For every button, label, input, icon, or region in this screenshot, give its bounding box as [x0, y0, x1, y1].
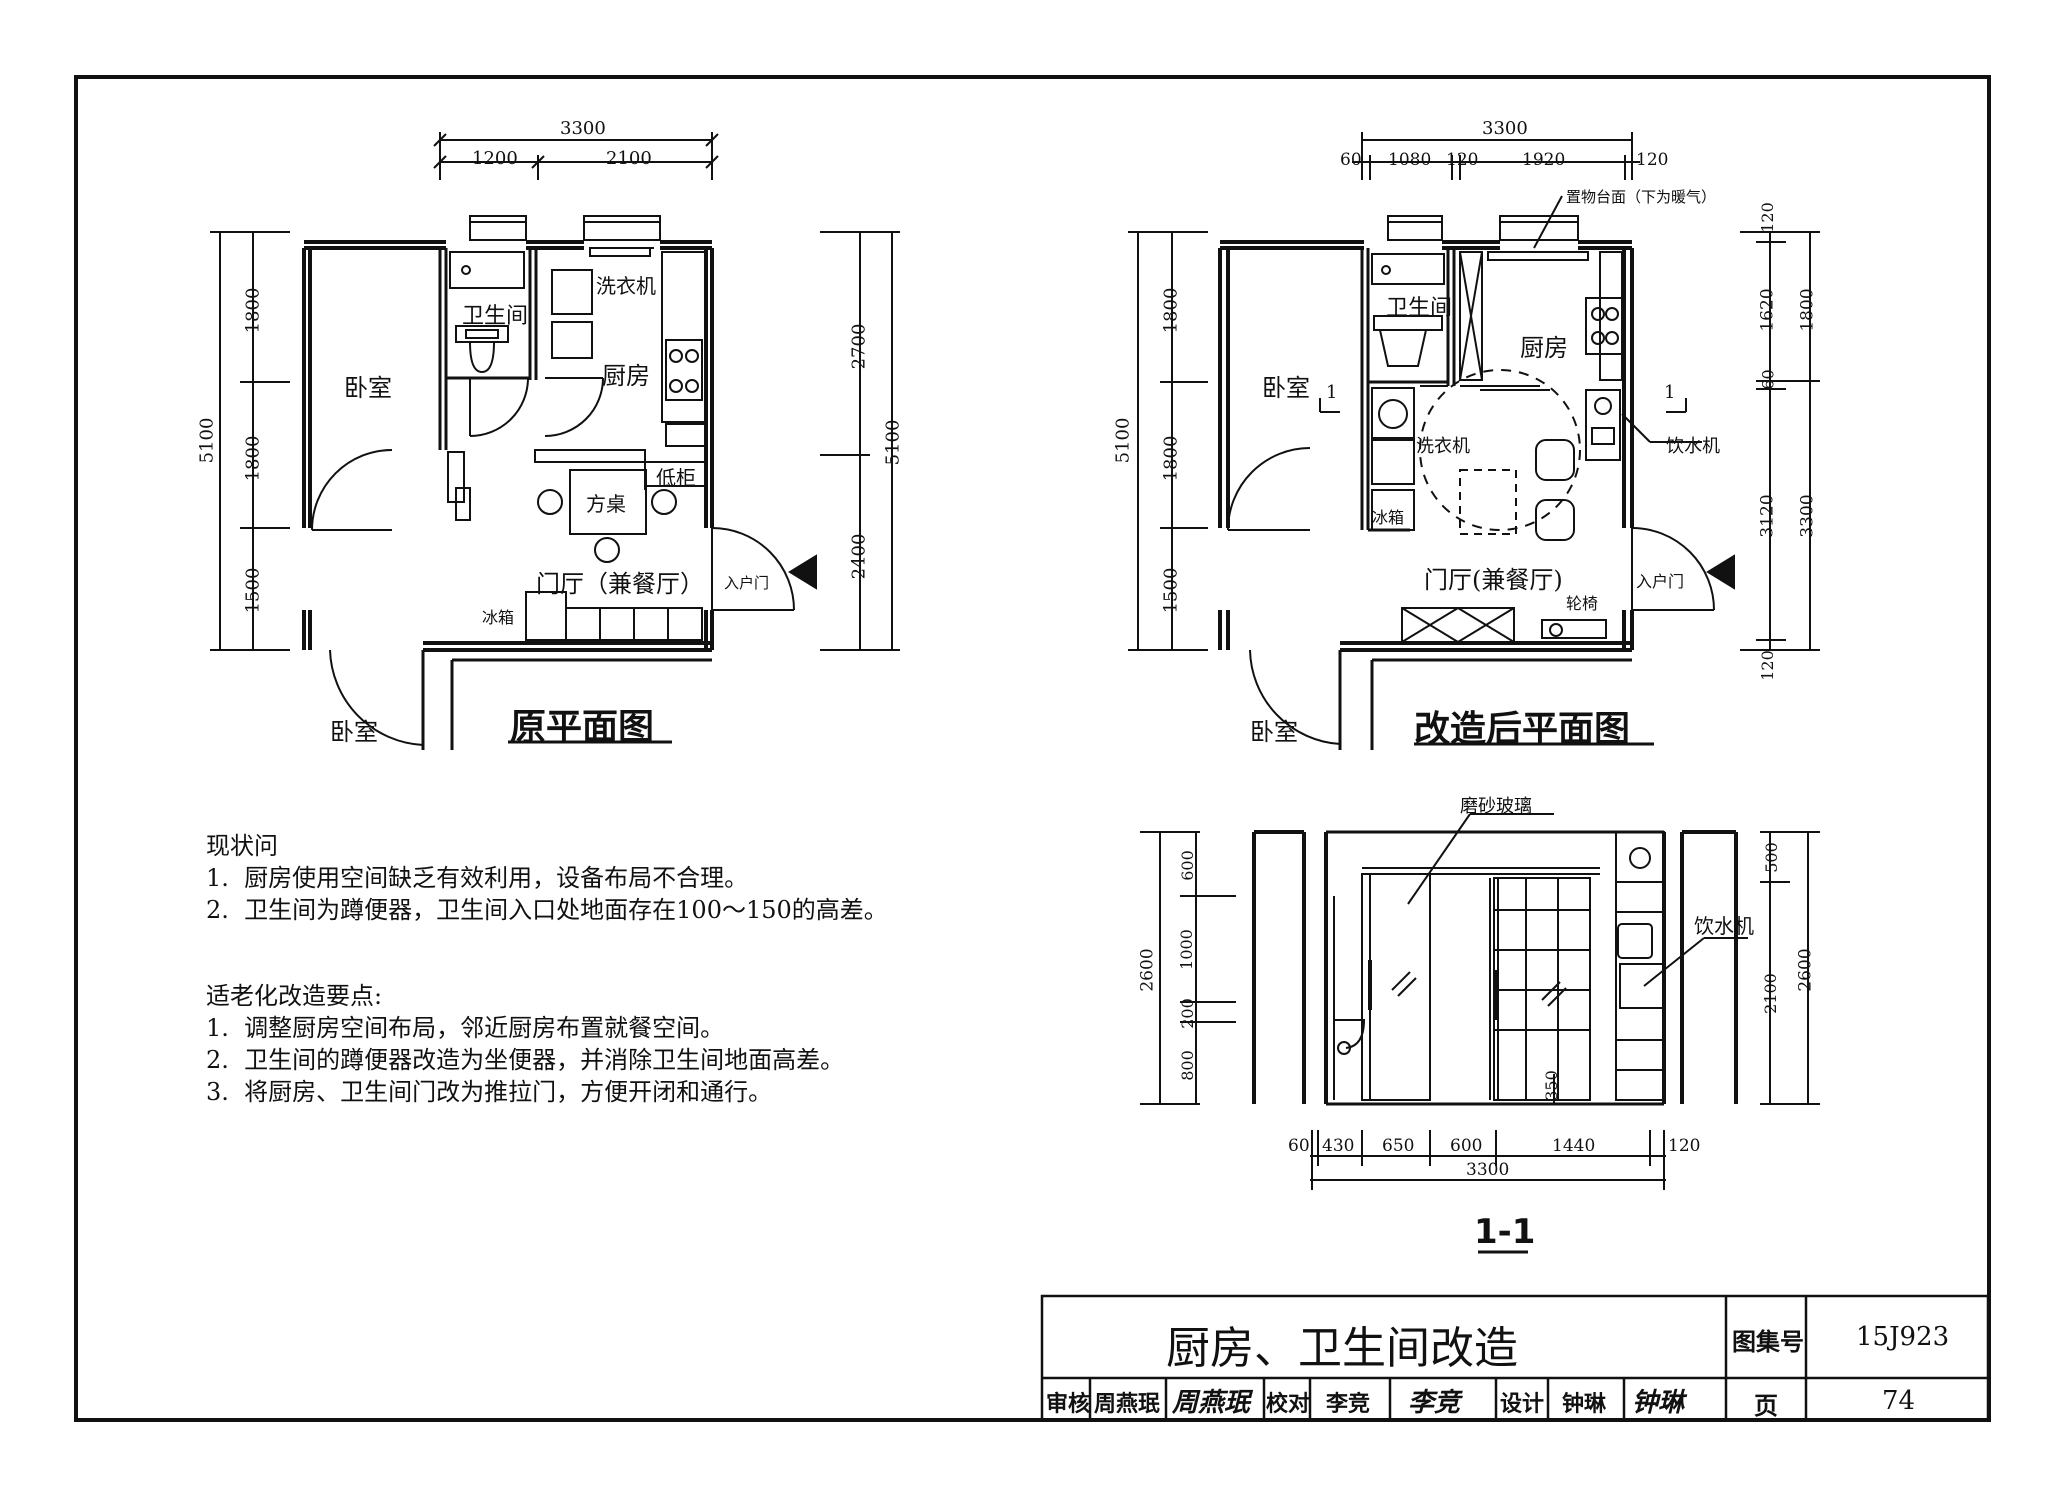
- mod-dim-r3300: 3300: [1797, 494, 1818, 538]
- orig-dim-left2: 1800: [242, 435, 264, 482]
- designer-signature: 钟琳: [1632, 1388, 1685, 1418]
- sec-dim-b3300: 3300: [1466, 1160, 1510, 1180]
- orig-dim-left1: 1800: [242, 287, 264, 334]
- modified-plan: [1128, 132, 1820, 750]
- checker-name: 李竞: [1326, 1391, 1371, 1417]
- mod-dim-overall: 3300: [1482, 118, 1528, 139]
- orig-dim-right2: 2400: [848, 533, 870, 580]
- page-number: 74: [1882, 1386, 1916, 1416]
- sec-dim-b1440: 1440: [1552, 1136, 1596, 1156]
- review-label: 审核: [1046, 1391, 1091, 1417]
- designer-name: 钟琳: [1562, 1391, 1607, 1417]
- page-label: 页: [1754, 1391, 1778, 1420]
- atlas-number: 15J923: [1856, 1322, 1950, 1352]
- mod-dim-seg4: 1920: [1522, 150, 1566, 170]
- sec-dim-h350: 350: [1541, 1070, 1561, 1101]
- mod-bathroom: 卫生间: [1386, 296, 1453, 321]
- status-item-2: 2. 卫生间为蹲便器，卫生间入口处地面存在100～150的高差。: [206, 896, 888, 924]
- reviewer-signature: 周燕珉: [1172, 1388, 1251, 1418]
- sec-dim-l2600: 2600: [1137, 948, 1158, 992]
- orig-kitchen: 厨房: [602, 362, 650, 390]
- status-item-1: 1. 厨房使用空间缺乏有效利用，设备布局不合理。: [206, 864, 749, 892]
- orig-fridge: 冰箱: [482, 608, 515, 627]
- sec-dim-b430: 430: [1322, 1136, 1355, 1156]
- orig-washer: 洗衣机: [596, 274, 656, 298]
- sec-dim-l800: 800: [1177, 1050, 1197, 1081]
- checker-signature: 李竞: [1408, 1388, 1461, 1418]
- sec-dim-r500: 500: [1761, 842, 1781, 873]
- mod-water-dispenser: 饮水机: [1666, 436, 1720, 457]
- sec-dim-b120: 120: [1668, 1136, 1701, 1156]
- status-heading: 现状问: [206, 832, 278, 860]
- section-1-1: [1140, 813, 1820, 1254]
- mod-dim-left1: 1800: [1160, 287, 1182, 334]
- orig-bathroom: 卫生间: [462, 304, 529, 329]
- orig-dim-right-total: 5100: [882, 419, 904, 466]
- atlas-label: 图集号: [1732, 1327, 1804, 1356]
- sec-dim-l200: 200: [1177, 998, 1197, 1029]
- title-block: [1040, 1294, 1990, 1422]
- orig-hall: 门厅（兼餐厅）: [536, 570, 704, 598]
- mod-dim-r1800: 1800: [1797, 288, 1818, 332]
- mod-entry-door: 入户门: [1636, 572, 1685, 591]
- sec-dim-r2600: 2600: [1795, 948, 1816, 992]
- points-item-3: 3. 将厨房、卫生间门改为推拉门，方便开闭和通行。: [206, 1078, 773, 1106]
- sec-dim-b600: 600: [1450, 1136, 1483, 1156]
- mod-dim-r120a: 120: [1757, 202, 1777, 233]
- points-item-1: 1. 调整厨房空间布局，邻近厨房布置就餐空间。: [206, 1014, 725, 1042]
- sec-dim-l600: 600: [1177, 850, 1197, 881]
- sec-dim-b650: 650: [1382, 1136, 1415, 1156]
- mod-dim-left3: 1500: [1160, 567, 1182, 614]
- mod-plan-title: 改造后平面图: [1414, 709, 1631, 750]
- mod-dim-left-total: 5100: [1112, 417, 1134, 464]
- mod-dim-left2: 1800: [1160, 435, 1182, 482]
- orig-dim-seg1: 1200: [472, 148, 518, 169]
- mod-dim-seg2: 1080: [1388, 150, 1432, 170]
- mod-dim-r120b: 120: [1757, 650, 1777, 681]
- orig-table: 方桌: [586, 492, 626, 516]
- sec-dim-l1000: 1000: [1176, 929, 1196, 970]
- sec-dim-b60: 60: [1288, 1136, 1310, 1156]
- mod-dim-r1620: 1620: [1757, 288, 1778, 332]
- sec-water-dispenser: 饮水机: [1694, 914, 1754, 938]
- mod-washer: 洗衣机: [1416, 436, 1470, 457]
- orig-dim-seg2: 2100: [606, 148, 652, 169]
- mod-section-mark-right: 1: [1664, 382, 1676, 403]
- reviewer-name: 周燕珉: [1094, 1391, 1161, 1417]
- orig-dim-overall: 3300: [560, 118, 606, 139]
- mod-wheelchair: 轮椅: [1566, 594, 1599, 613]
- mod-dim-seg5: 120: [1636, 150, 1669, 170]
- sec-frosted-glass: 磨砂玻璃: [1460, 796, 1532, 817]
- mod-bedroom-1: 卧室: [1262, 374, 1310, 402]
- original-plan: [210, 132, 900, 750]
- orig-dim-right1: 2700: [848, 323, 870, 370]
- orig-dim-left3: 1500: [242, 567, 264, 614]
- sec-title: 1-1: [1474, 1212, 1536, 1252]
- mod-section-mark-left: 1: [1326, 382, 1338, 403]
- mod-dim-seg3: 120: [1446, 150, 1479, 170]
- design-label: 设计: [1500, 1391, 1545, 1417]
- mod-shelf: 置物台面（下为暖气）: [1566, 188, 1717, 206]
- mod-bedroom-2: 卧室: [1250, 718, 1298, 746]
- orig-entry-door: 入户门: [724, 574, 770, 592]
- orig-bedroom-2: 卧室: [330, 718, 378, 746]
- check-label: 校对: [1266, 1391, 1311, 1417]
- mod-kitchen: 厨房: [1520, 334, 1568, 362]
- notes: 现状问 1. 厨房使用空间缺乏有效利用，设备布局不合理。 2. 卫生间为蹲便器，…: [206, 830, 888, 1108]
- mod-dim-r3120: 3120: [1757, 494, 1778, 538]
- orig-dim-left-total: 5100: [196, 417, 218, 464]
- mod-fridge: 冰箱: [1372, 508, 1405, 527]
- points-heading: 适老化改造要点:: [206, 982, 383, 1010]
- sheet-border: [74, 75, 1991, 1422]
- sec-dim-r2100: 2100: [1760, 973, 1780, 1014]
- orig-bedroom-1: 卧室: [344, 374, 392, 402]
- drawing-title: 厨房、卫生间改造: [1166, 1323, 1518, 1374]
- mod-dim-seg1: 60: [1340, 150, 1362, 170]
- orig-low-cabinet: 低柜: [656, 466, 696, 490]
- mod-dim-r60: 60: [1758, 369, 1778, 390]
- orig-plan-title: 原平面图: [510, 707, 655, 748]
- mod-hall: 门厅(兼餐厅): [1424, 566, 1563, 594]
- points-item-2: 2. 卫生间的蹲便器改造为坐便器，并消除卫生间地面高差。: [206, 1046, 845, 1074]
